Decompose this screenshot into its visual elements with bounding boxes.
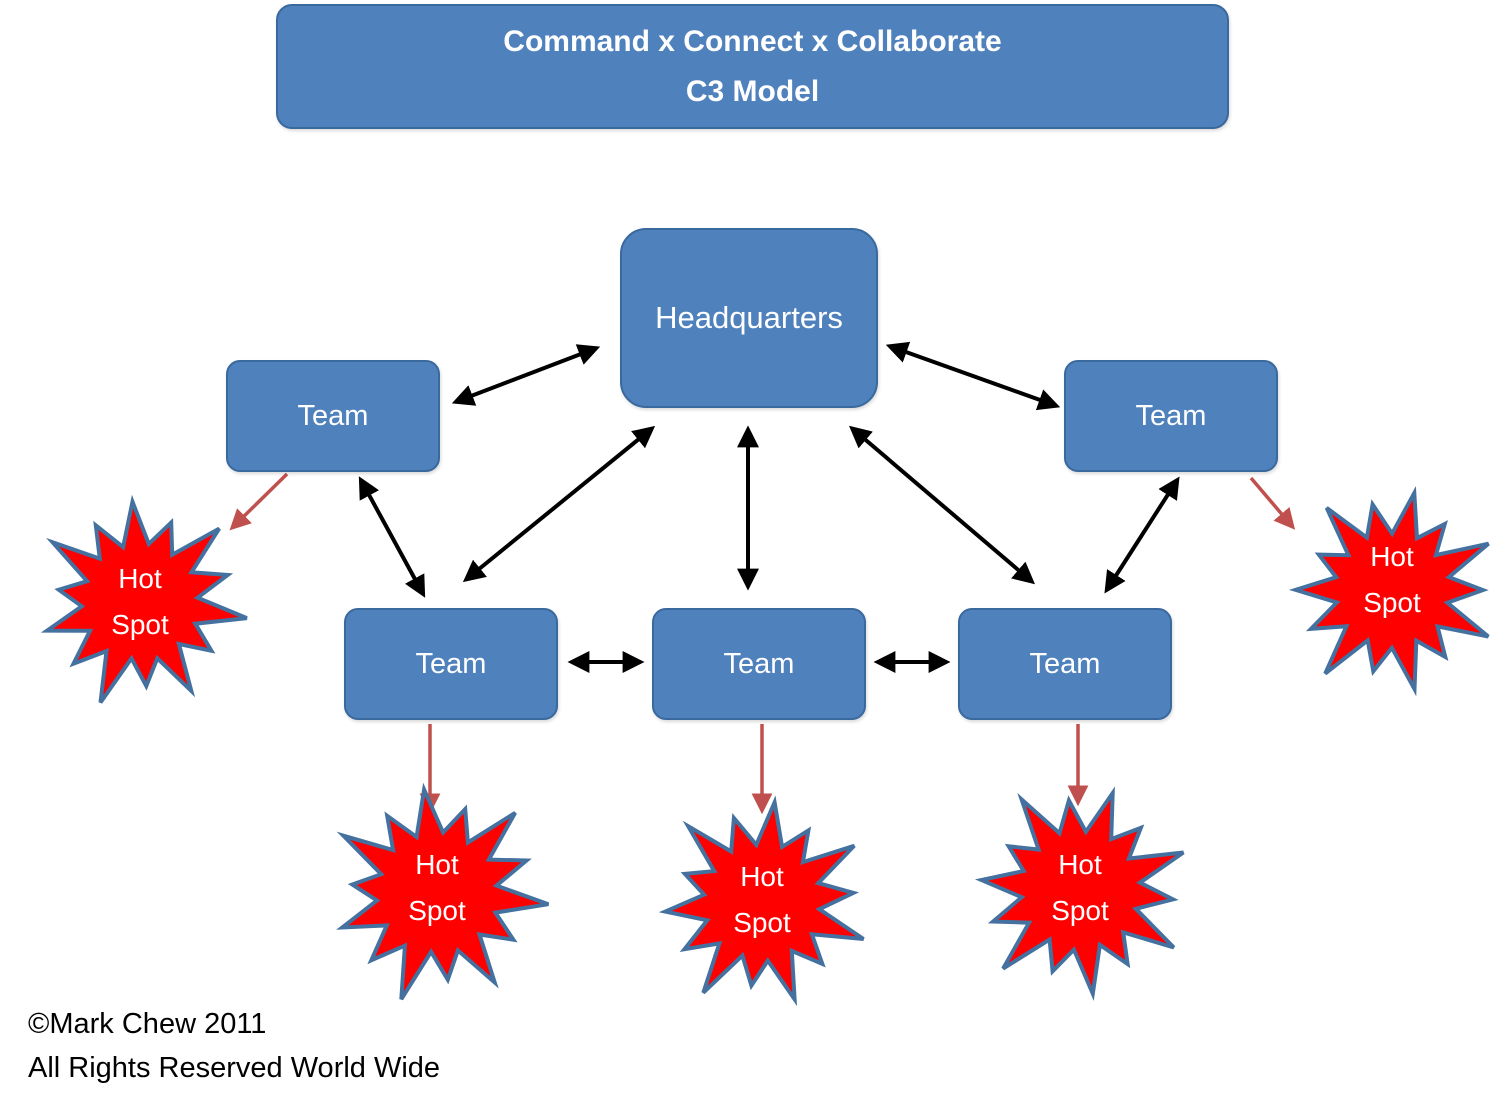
hotspot-label-bottom-left: Hot Spot xyxy=(357,842,517,934)
hotspot-line-2: Spot xyxy=(1363,587,1421,618)
hotspot-line-2: Spot xyxy=(1051,895,1109,926)
node-team-bottom-right: Team xyxy=(958,608,1172,720)
team-label: Team xyxy=(723,647,795,680)
hotspot-line-1: Hot xyxy=(1058,849,1102,880)
node-team-bottom-middle: Team xyxy=(652,608,866,720)
hotspot-line-1: Hot xyxy=(740,861,784,892)
arrow-headquarters-team-top-right xyxy=(885,341,1061,411)
hotspot-label-left: Hot Spot xyxy=(60,556,220,648)
hotspot-line-1: Hot xyxy=(118,563,162,594)
node-team-top-right: Team xyxy=(1064,360,1278,472)
title-line-1: Command x Connect x Collaborate xyxy=(503,24,1002,58)
node-headquarters: Headquarters xyxy=(620,228,878,408)
team-label: Team xyxy=(1029,647,1101,680)
hotspot-line-2: Spot xyxy=(408,895,466,926)
arrow-team-top-left-team-bottom-left xyxy=(358,476,426,598)
hotspot-label-bottom-right: Hot Spot xyxy=(1000,842,1160,934)
hotspot-star-bottom-middle xyxy=(658,795,865,1007)
arrow-headquarters-team-bottom-left xyxy=(462,425,656,583)
team-label: Team xyxy=(415,647,487,680)
arrow-headquarters-team-top-left xyxy=(451,344,601,406)
arrow-team-top-left-hotspot-left xyxy=(229,472,289,531)
arrow-team-top-right-hotspot-right xyxy=(1249,476,1296,530)
hotspot-star-right xyxy=(1288,485,1490,697)
hotspot-line-1: Hot xyxy=(415,849,459,880)
node-team-bottom-left: Team xyxy=(344,608,558,720)
title-box: Command x Connect x Collaborate C3 Model xyxy=(276,4,1229,129)
hotspot-line-1: Hot xyxy=(1370,541,1414,572)
title-line-2: C3 Model xyxy=(685,74,820,108)
hotspot-star-left xyxy=(40,494,248,704)
hotspot-star-bottom-right xyxy=(974,786,1185,1002)
copyright-line-1: ©Mark Chew 2011 xyxy=(28,1008,267,1040)
arrow-team-top-right-team-bottom-right xyxy=(1104,476,1180,594)
team-label: Team xyxy=(1135,399,1207,432)
hotspot-line-2: Spot xyxy=(111,609,169,640)
team-label: Team xyxy=(297,399,369,432)
copyright-line-2: All Rights Reserved World Wide xyxy=(28,1052,441,1084)
copyright: ©Mark Chew 2011 All Rights Reserved Worl… xyxy=(28,1002,440,1090)
node-team-top-left: Team xyxy=(226,360,440,472)
hotspot-line-2: Spot xyxy=(733,907,791,938)
hotspot-label-right: Hot Spot xyxy=(1312,534,1472,626)
hotspot-label-bottom-middle: Hot Spot xyxy=(682,854,842,946)
headquarters-label: Headquarters xyxy=(655,300,843,335)
hotspot-star-bottom-left xyxy=(336,782,550,1001)
arrow-headquarters-team-bottom-right xyxy=(848,425,1036,585)
